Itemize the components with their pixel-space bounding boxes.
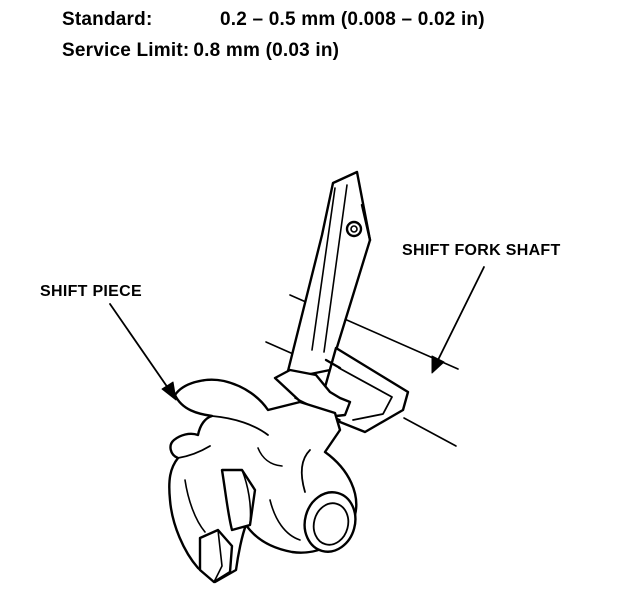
shift-fork-arm [284,170,372,381]
label-shift-fork-shaft: SHIFT FORK SHAFT [402,242,561,259]
shift-piece [168,378,358,584]
spec-service-limit-value: 0.8 mm (0.03 in) [193,40,340,61]
shift-fork-block [273,346,410,443]
label-shift-piece: SHIFT PIECE [40,283,142,300]
spec-service-limit: Service Limit:0.8 mm (0.03 in) [62,40,339,62]
spec-service-limit-label: Service Limit: [62,40,190,61]
spec-standard-label: Standard: [62,9,153,30]
callout-arrow-piece [109,303,177,401]
spec-standard: Standard: 0.2 – 0.5 mm (0.008 – 0.02 in) [62,9,485,31]
pivot-hole [345,220,363,238]
spec-standard-value: 0.2 – 0.5 mm (0.008 – 0.02 in) [220,9,485,30]
callout-arrow-shaft [431,266,485,374]
